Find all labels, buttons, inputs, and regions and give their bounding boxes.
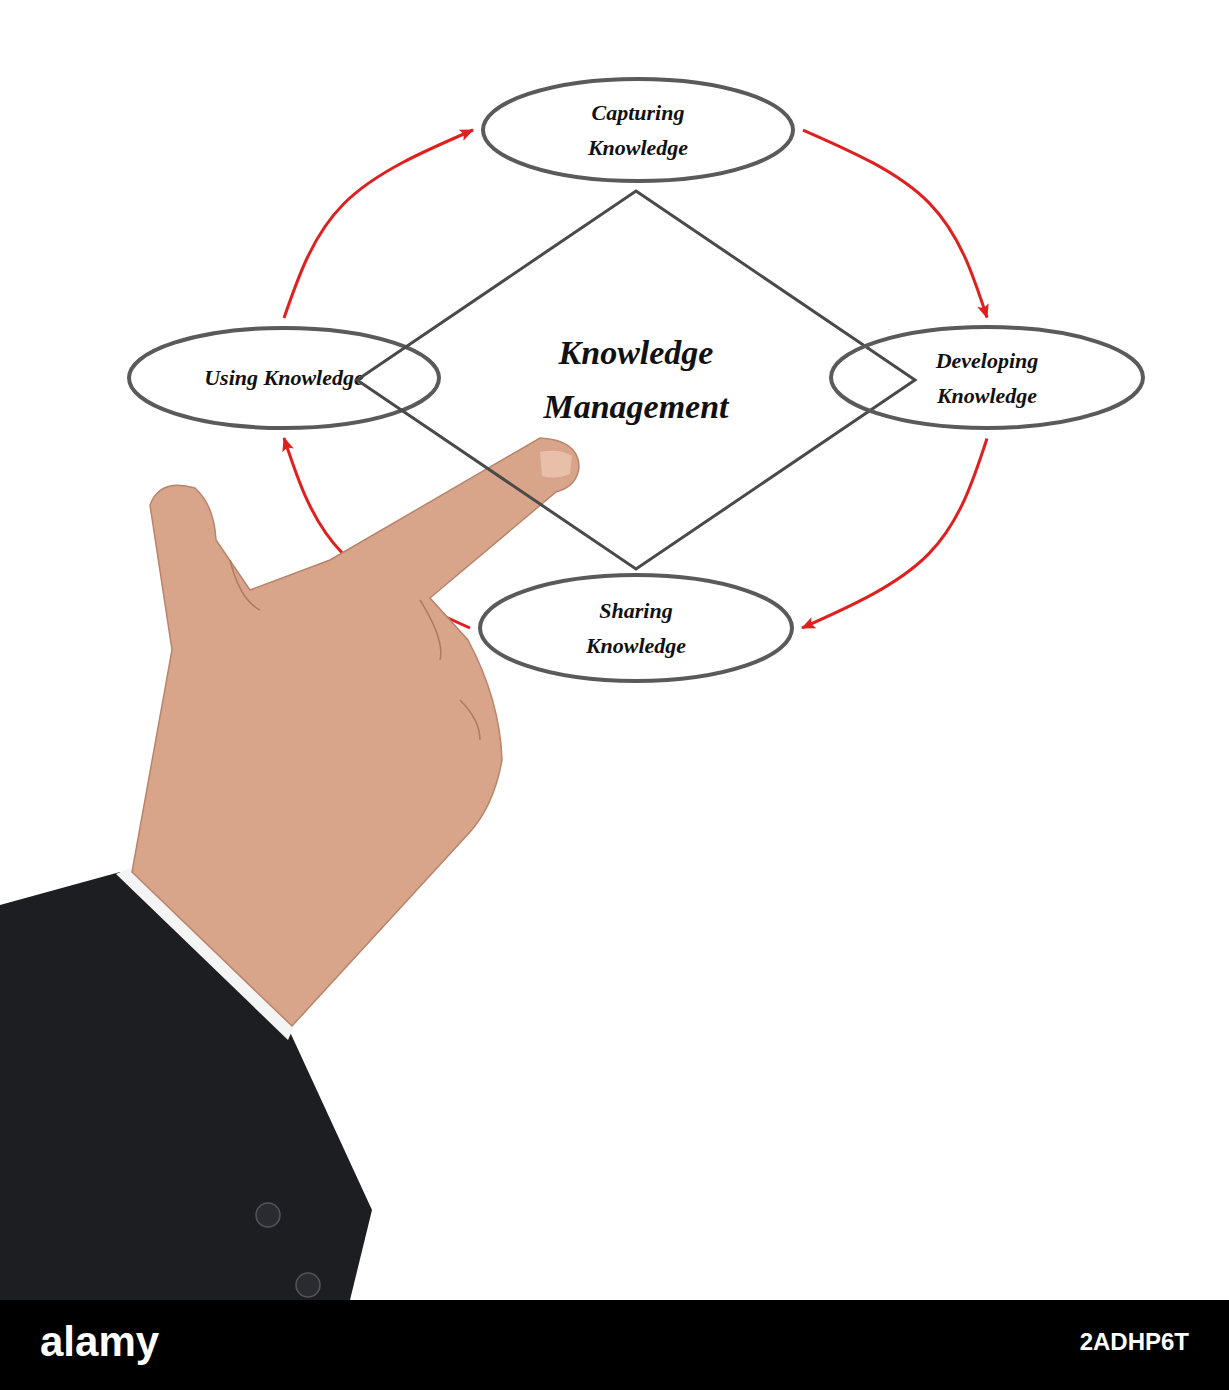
text-column: Using Knowledge: [199, 360, 369, 395]
pointing-hand: [132, 438, 579, 1026]
ellipse-outline: [481, 77, 795, 183]
ellipse-shape: [480, 575, 792, 681]
fingernail: [540, 451, 572, 478]
process-ellipse: Capturing Knowledge: [481, 77, 795, 183]
text-holder: Developing Knowledge: [829, 325, 1145, 430]
sleeve-button: [296, 1273, 320, 1297]
node-label: Developing Knowledge: [902, 343, 1072, 413]
text-column: Capturing Knowledge: [553, 95, 723, 165]
text-holder: Using Knowledge: [127, 326, 441, 430]
text-column: Developing Knowledge: [902, 343, 1072, 413]
ellipse-shape: [129, 328, 439, 428]
watermark-bar: [0, 1300, 1229, 1390]
knuckle-lines: [230, 560, 480, 740]
text-holder: Sharing Knowledge: [478, 573, 794, 683]
node-label: Sharing Knowledge: [551, 593, 721, 663]
text-holder: Capturing Knowledge: [481, 77, 795, 183]
process-ellipse: Sharing Knowledge: [478, 573, 794, 683]
sleeve-button: [256, 1203, 280, 1227]
ellipse-outline: [829, 325, 1145, 430]
text-column: Sharing Knowledge: [551, 593, 721, 663]
node-label: Knowledge Management: [506, 326, 766, 435]
ellipse-shape: [483, 79, 793, 181]
process-ellipse: Developing Knowledge: [829, 325, 1145, 430]
node-label: Capturing Knowledge: [553, 95, 723, 165]
ellipse-outline: [478, 573, 794, 683]
watermark-label: 2ADHP6T: [1080, 1328, 1189, 1356]
node-label: Using Knowledge: [199, 360, 369, 395]
cycle-arrow: [802, 438, 987, 628]
text-column: Knowledge Management: [506, 326, 766, 435]
cycle-arrow: [803, 130, 987, 317]
process-ellipse: Using Knowledge: [127, 326, 441, 430]
ellipse-shape: [831, 327, 1143, 428]
cycle-arrow: [284, 130, 473, 318]
watermark-label: alamy: [40, 1318, 159, 1366]
